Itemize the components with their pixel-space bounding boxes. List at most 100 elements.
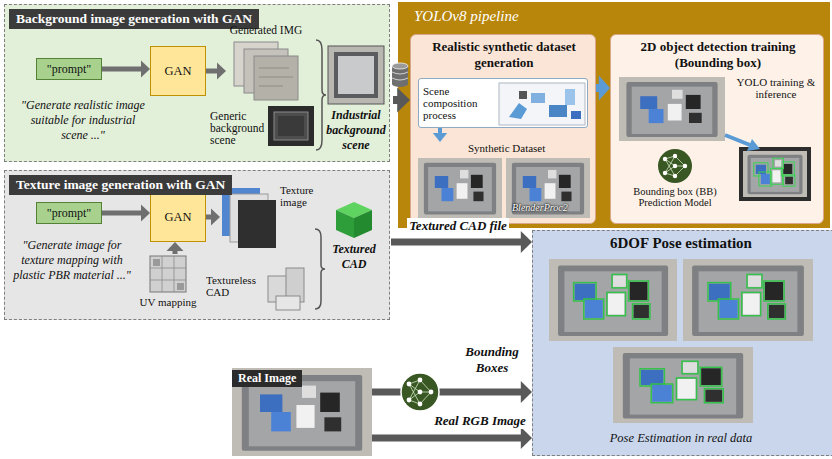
node-title-holder: YOLOv8 pipeline [414,8,519,25]
model-icon: Bounding box (BB) Prediction Model [620,148,735,220]
node-title: Generated IMG [226,24,306,36]
panel: YOLOv8 pipelineRealistic synthetic datas… [398,2,830,228]
annotation-label: "Generate realistic image suitable for i… [16,98,150,143]
database-icon [392,63,408,87]
annotation-label: YOLO training & inference [734,76,818,100]
photo-box: Real Image [232,368,372,456]
gan-box: GAN [150,192,206,242]
node-title-holder: UV mapping [136,296,200,308]
annotation-label: "Generate image for texture mapping with… [8,238,136,283]
connector-line [372,389,522,396]
annotation-label-holder: YOLO training & inference [734,76,818,100]
edge-label: Real RGB Image [432,413,528,429]
image-box: Industrial background scene [324,44,393,158]
connector-arrow [102,61,150,78]
node-title: Background image generation with GAN [9,9,259,29]
edge-label: Bounding Boxes [456,344,528,376]
arrow-head [211,209,220,226]
node-title-holder: Textureless CAD [206,274,266,298]
connector-arrow [393,88,410,113]
node-title: Realistic synthetic dataset generation [415,39,593,71]
illustration [620,148,730,220]
node-title: "prompt" [47,206,91,221]
connector-arrow [433,128,447,142]
node-title: GAN [164,210,191,225]
node-title: 2D object detection training (Bounding b… [615,39,821,71]
node-title: UV mapping [136,296,200,308]
connector-line [206,69,218,74]
node-title-holder: GAN [151,47,205,95]
connector-arrow [372,427,532,449]
arrow-head [397,88,410,113]
node-title: "prompt" [47,62,91,77]
node-title-holder: Synthetic Dataset [468,142,588,154]
node-title: GAN [164,64,191,79]
node-title-holder: Generated IMG [226,24,306,36]
node-title-holder: Texture image [280,184,316,208]
node-title: 6DOF Pose estimation [533,235,829,252]
node-title-holder: GAN [151,193,205,241]
node-title-holder: Bounding box (BB) Prediction Model [620,186,730,208]
image-stack: Generated IMG [226,22,311,104]
node-title-holder: Background image generation with GAN [9,9,259,29]
node-title: Generic background scene [210,110,268,146]
node-title: Texture image [280,184,316,208]
annotation-label-holder: "Generate realistic image suitable for i… [16,98,150,143]
node-title-holder: Generic background scene [210,110,268,146]
arrow-head [521,381,532,403]
connector-arrow [167,242,184,254]
connector-arrow [596,76,610,101]
process-box: Scene composition process [418,78,588,128]
edge-label-holder: Bounding Boxes [456,344,528,376]
panel: 6DOF Pose estimationPose Estimation in r… [532,230,832,456]
image-box: Textured CAD [322,196,391,288]
arrow-head [521,427,532,449]
connector-line [102,67,142,72]
process-box: Realistic synthetic dataset generationSc… [410,34,596,224]
annotation-label-holder: BlenderProc2 [512,202,568,213]
connector-arrow [102,205,150,222]
node-title-holder: Industrial background scene [324,108,388,153]
node-title: Textured CAD [322,242,386,272]
illustration [533,231,829,457]
node-title: Scene composition process [423,85,497,121]
node-title-holder: Texture image generation with GAN [9,175,232,195]
edge-label-holder: Real RGB Image [432,413,528,429]
node-title: Texture image generation with GAN [9,175,232,195]
annotation-label: BlenderProc2 [512,202,568,213]
arrow-head [599,76,610,101]
image-box: UV mapping [136,254,205,316]
arrow-head [141,205,150,222]
node-title: Real Image [232,370,302,387]
arrow-head [217,63,226,80]
arrow-head [141,61,150,78]
connector-arrow [206,209,220,226]
node-caption-holder: Pose Estimation in real data [533,431,829,446]
node-title-holder: "prompt" [37,203,101,223]
edge-label: Textured CAD file [407,218,509,234]
prompt-box: "prompt" [36,202,102,224]
node-title-holder: 2D object detection training (Bounding b… [615,39,821,71]
edge-label-holder: Textured CAD file [407,218,509,234]
node-title-holder: 6DOF Pose estimation [533,235,829,252]
node-title-holder: Realistic synthetic dataset generation [415,39,593,71]
node-title: Synthetic Dataset [468,142,588,154]
node-title-holder: Real Image [232,368,302,387]
neural-network-icon [401,373,439,411]
image-box: Textureless CAD [206,264,310,318]
connector-arrow [372,381,532,403]
connector-arrow [206,63,226,80]
prompt-box: "prompt" [36,58,102,80]
connector-line [372,435,522,442]
arrow-head [167,242,184,251]
connector-arrow [391,231,532,253]
node-caption: Pose Estimation in real data [533,431,829,446]
connector-line [102,211,142,216]
node-title: YOLOv8 pipeline [414,8,519,25]
arrow-head [521,231,532,253]
node-title: Industrial background scene [324,108,388,153]
connector-line [391,239,522,246]
node-title: Bounding box (BB) Prediction Model [620,186,730,208]
node-title-holder: Scene composition process [423,85,497,121]
